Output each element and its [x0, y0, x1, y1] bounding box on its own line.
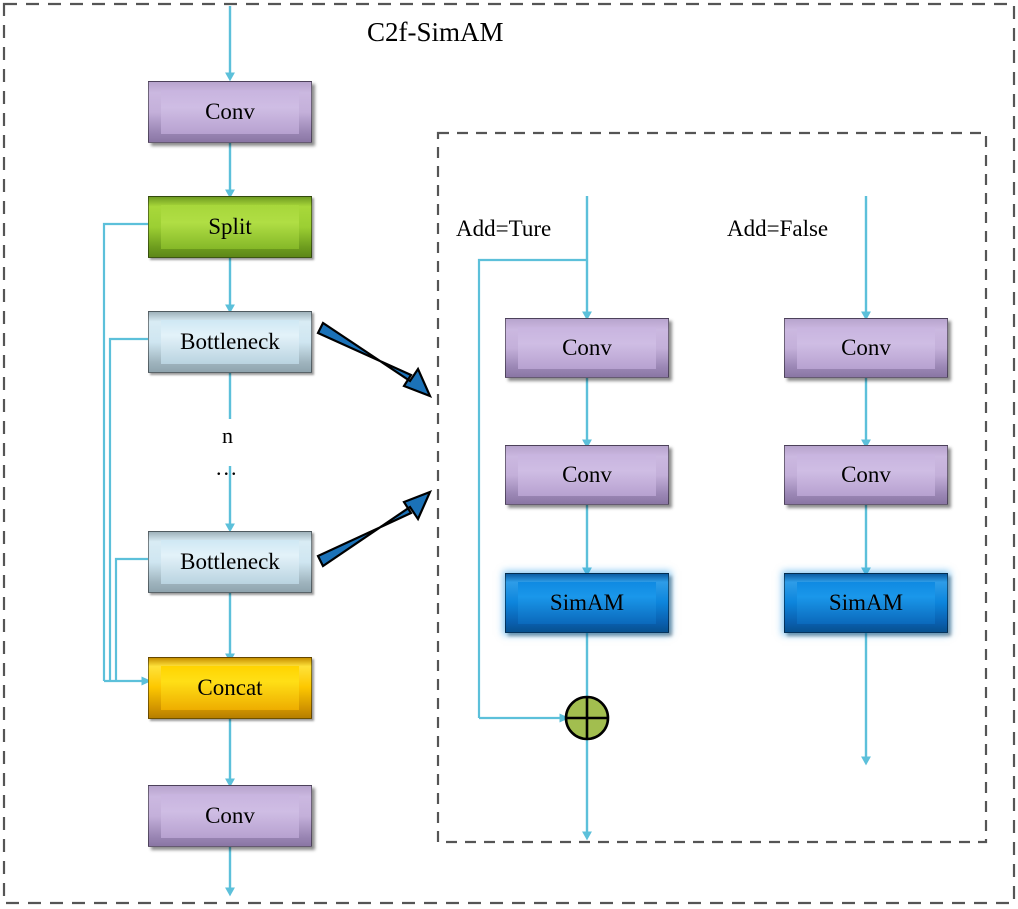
- node-face: [161, 794, 299, 838]
- node-face: [518, 454, 656, 496]
- node-label: Conv: [841, 335, 891, 360]
- node-label: Conv: [205, 99, 255, 124]
- sum-operator-node: [564, 695, 610, 741]
- node-bottleneck-2[interactable]: Bottleneck: [148, 531, 312, 593]
- node-label: Split: [208, 214, 252, 239]
- node-face: [797, 582, 935, 624]
- add-false-condition-label: Add=False: [727, 216, 829, 241]
- ellipsis-label: ...: [216, 455, 239, 480]
- node-face: [161, 205, 299, 249]
- node-label: Conv: [562, 462, 612, 487]
- node-add-true-conv-1[interactable]: Conv: [505, 318, 669, 378]
- skip-bus-left: [102, 222, 152, 686]
- node-add-false-simam[interactable]: SimAM: [784, 573, 948, 633]
- node-face: [161, 666, 299, 710]
- node-face: [797, 327, 935, 369]
- node-conv-top[interactable]: Conv: [148, 81, 312, 143]
- node-face: [797, 454, 935, 496]
- node-concat[interactable]: Concat: [148, 657, 312, 719]
- node-label: SimAM: [828, 590, 904, 615]
- node-add-false-conv-2[interactable]: Conv: [784, 445, 948, 505]
- diagram-title: C2f-SimAM: [367, 17, 504, 47]
- callout-arrow-top: [316, 321, 433, 398]
- node-face: [518, 582, 656, 624]
- node-label: Conv: [562, 335, 612, 360]
- node-label: Bottleneck: [180, 549, 280, 574]
- node-face: [161, 540, 299, 584]
- node-face: [161, 90, 299, 134]
- add-true-skip-connection: [477, 258, 587, 723]
- node-face: [518, 327, 656, 369]
- node-conv-bottom[interactable]: Conv: [148, 785, 312, 847]
- node-label: SimAM: [549, 590, 625, 615]
- add-true-condition-label: Add=Ture: [456, 216, 552, 241]
- callout-arrow-bottom: [316, 490, 433, 568]
- node-face: [161, 320, 299, 364]
- node-bottleneck-1[interactable]: Bottleneck: [148, 311, 312, 373]
- node-label: Conv: [841, 462, 891, 487]
- repeat-count-label: n: [222, 423, 233, 448]
- bottleneck-detail-panel: [436, 131, 988, 844]
- node-add-true-simam[interactable]: SimAM: [505, 573, 669, 633]
- node-label: Conv: [205, 803, 255, 828]
- node-label: Concat: [197, 675, 263, 700]
- node-label: Bottleneck: [180, 329, 280, 354]
- node-add-true-conv-2[interactable]: Conv: [505, 445, 669, 505]
- node-add-false-conv-1[interactable]: Conv: [784, 318, 948, 378]
- node-split[interactable]: Split: [148, 196, 312, 258]
